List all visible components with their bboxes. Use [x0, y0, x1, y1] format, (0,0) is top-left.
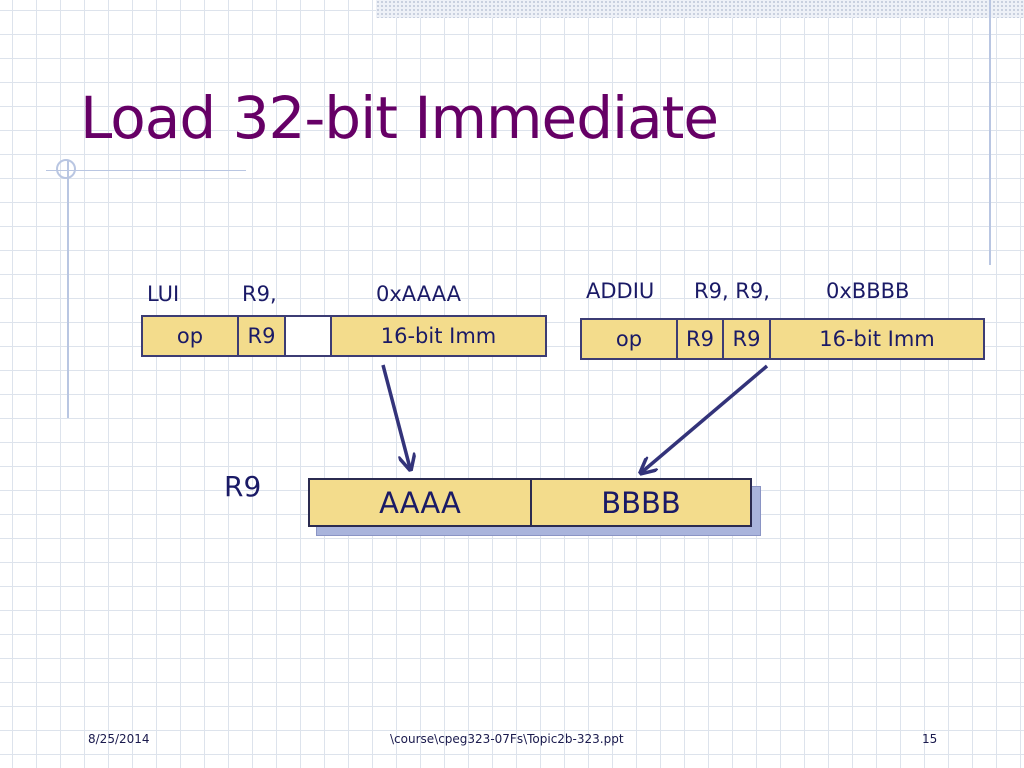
decor-line-right: [989, 0, 991, 265]
decor-line-title: [46, 170, 246, 171]
decor-circle: [56, 159, 76, 179]
register-label: R9: [224, 470, 262, 503]
register-upper-half: AAAA: [308, 478, 532, 527]
addiu-imm-label: 0xBBBB: [826, 279, 910, 303]
addiu-field-op: op: [580, 318, 678, 360]
addiu-mnemonic: ADDIU: [586, 279, 655, 303]
lui-rt-label: R9,: [242, 282, 277, 306]
decor-line-left: [67, 160, 69, 418]
lui-field-rt: R9: [237, 315, 286, 357]
footer-path: \course\cpeg323-07Fs\Topic2b-323.ppt: [390, 732, 624, 746]
register-lower-half: BBBB: [530, 478, 752, 527]
top-decor-bar: [376, 0, 1024, 18]
addiu-field-imm: 16-bit Imm: [769, 318, 985, 360]
footer-date: 8/25/2014: [88, 732, 150, 746]
addiu-regs-label: R9, R9,: [694, 279, 770, 303]
lui-imm-label: 0xAAAA: [376, 282, 462, 306]
lui-field-op: op: [141, 315, 239, 357]
slide-title: Load 32-bit Immediate: [80, 84, 719, 152]
footer-page-number: 15: [922, 732, 938, 746]
lui-mnemonic: LUI: [147, 282, 180, 306]
lui-field-imm: 16-bit Imm: [330, 315, 547, 357]
arrow-addiu-to-lower: [642, 364, 769, 472]
arrow-lui-to-upper: [381, 364, 410, 468]
lui-field-rs: [284, 315, 332, 357]
